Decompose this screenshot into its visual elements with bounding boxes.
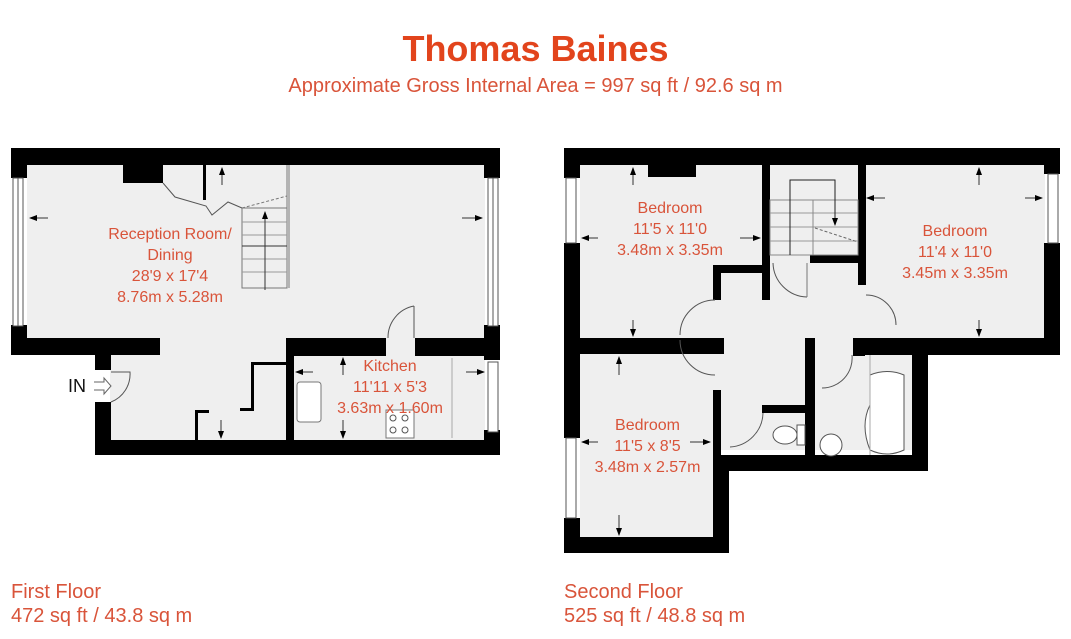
room-imperial: 11'5 x 11'0 xyxy=(632,221,707,238)
room-label-bedroom-1: Bedroom 11'5 x 11'0 3.48m x 3.35m xyxy=(585,198,755,261)
floor-area: 525 sq ft / 48.8 sq m xyxy=(564,605,746,627)
room-imperial: 11'5 x 8'5 xyxy=(614,438,681,455)
second-floor-label: Second Floor 525 sq ft / 48.8 sq m xyxy=(564,580,745,628)
gross-area-subtitle: Approximate Gross Internal Area = 997 sq… xyxy=(288,75,783,97)
room-metric: 3.48m x 3.35m xyxy=(617,242,723,259)
floor-area: 472 sq ft / 43.8 sq m xyxy=(11,605,193,627)
page-title: Thomas Baines xyxy=(402,28,669,69)
first-floor-label: First Floor 472 sq ft / 43.8 sq m xyxy=(11,580,192,628)
floor-name: Second Floor xyxy=(564,581,683,603)
room-label-kitchen: Kitchen 11'11 x 5'3 3.63m x 1.60m xyxy=(300,356,480,419)
room-label-bedroom-2: Bedroom 11'4 x 11'0 3.45m x 3.35m xyxy=(870,221,1040,284)
room-metric: 3.48m x 2.57m xyxy=(594,459,701,476)
first-floor-plan xyxy=(11,148,500,455)
room-metric: 3.45m x 3.35m xyxy=(902,265,1008,282)
room-imperial: 28'9 x 17'4 xyxy=(131,268,209,285)
second-floor-plan xyxy=(564,148,1060,553)
room-imperial: 11'11 x 5'3 xyxy=(352,379,427,396)
entrance-label: IN xyxy=(68,376,86,396)
room-label-bedroom-3: Bedroom 11'5 x 8'5 3.48m x 2.57m xyxy=(565,415,730,478)
room-name: Bedroom xyxy=(922,223,988,240)
room-name: Bedroom xyxy=(637,200,703,217)
room-imperial: 11'4 x 11'0 xyxy=(917,244,992,261)
room-label-reception: Reception Room/ Dining 28'9 x 17'4 8.76m… xyxy=(70,224,270,308)
room-metric: 8.76m x 5.28m xyxy=(117,289,223,306)
room-name: Kitchen xyxy=(363,358,417,375)
room-name-line2: Dining xyxy=(147,247,193,264)
room-metric: 3.63m x 1.60m xyxy=(337,400,443,417)
floor-name: First Floor xyxy=(11,581,101,603)
room-name: Reception Room/ xyxy=(108,226,232,243)
room-name: Bedroom xyxy=(615,417,680,434)
